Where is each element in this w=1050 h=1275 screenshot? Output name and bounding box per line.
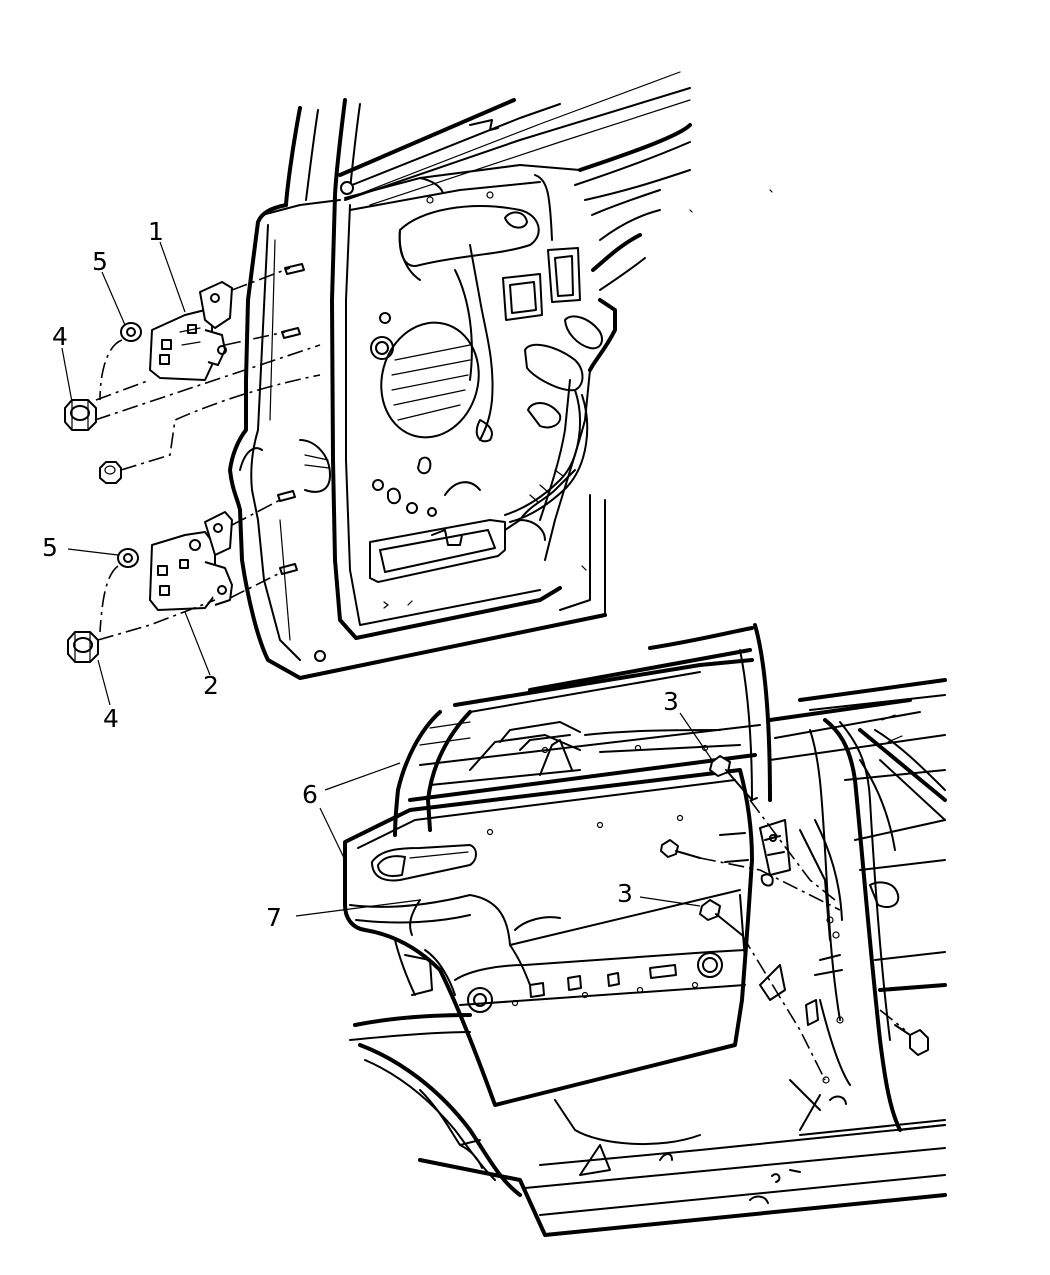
- assembly-line-middle-bolt: [699, 857, 841, 911]
- callout-1: 1: [148, 217, 164, 246]
- callout-3-lower: 3: [617, 879, 633, 908]
- callout-4-upper: 4: [52, 322, 68, 351]
- washer-lower: [117, 548, 139, 568]
- upper-hinge: [149, 281, 233, 381]
- assembly-line-upper-bolt: [749, 799, 836, 901]
- bolt-lower: [699, 899, 743, 936]
- lower-hinge: [149, 511, 233, 611]
- callout-4-lower: 4: [103, 704, 119, 733]
- door-shell: [343, 744, 754, 1107]
- callout-7: 7: [266, 903, 282, 932]
- leader-lines: [61, 241, 713, 917]
- callout-5-upper: 5: [92, 247, 108, 276]
- hinge-pin: [760, 873, 774, 887]
- callout-2: 2: [203, 671, 219, 700]
- nut-upper: [64, 399, 97, 431]
- nut-lower: [67, 631, 99, 663]
- assembly-lines-upper: [94, 267, 321, 641]
- nut-small: [99, 461, 122, 484]
- door-window-frame: [393, 710, 761, 837]
- assembly-line-lower-bolt: [741, 934, 826, 1081]
- vehicle-body: [349, 623, 947, 1237]
- washer-upper: [120, 322, 142, 342]
- door-inner-panel: [228, 71, 773, 680]
- bolt-upper: [709, 755, 758, 801]
- callout-5-lower: 5: [42, 533, 58, 562]
- callout-6: 6: [302, 780, 318, 809]
- bolt-middle: [660, 839, 701, 859]
- callout-3-upper: 3: [663, 687, 679, 716]
